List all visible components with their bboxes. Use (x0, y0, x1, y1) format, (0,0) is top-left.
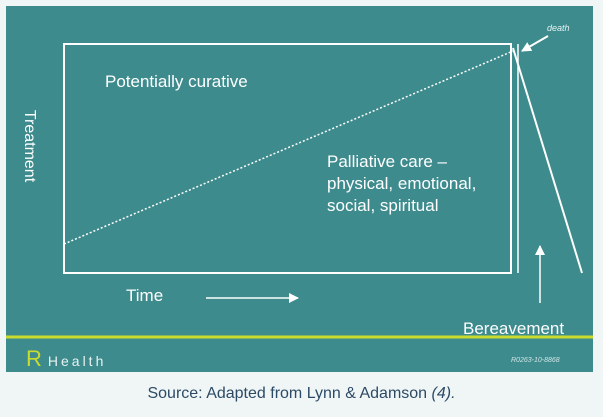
curative-label: Potentially curative (105, 72, 248, 91)
palliative-label: Palliative care – physical, emotional, s… (327, 151, 476, 217)
slide-code: R0263-10-8868 (511, 357, 560, 364)
palliative-line-2: physical, emotional, (327, 174, 477, 193)
palliative-line-1: Palliative care – (327, 152, 448, 171)
caption-text: Source: Adapted from Lynn & Adamson (147, 385, 432, 402)
diagram-graphics (6, 35, 593, 339)
curative-palliative-divider (63, 50, 514, 245)
bereavement-label: Bereavement (463, 319, 565, 338)
caption-reference: (4). (431, 385, 456, 402)
diagram-frame (63, 43, 512, 274)
brand-logo: R Health (26, 346, 106, 372)
palliative-line-3: social, spiritual (327, 196, 439, 215)
y-axis-label: Treatment (21, 109, 38, 183)
bereavement-taper-line (512, 47, 583, 274)
source-caption: Source: Adapted from Lynn & Adamson (4). (0, 385, 603, 403)
time-label: Time (126, 286, 164, 305)
brand-letter: R (26, 346, 42, 371)
diagram-slide: Treatment Potentially curative Palliativ… (6, 6, 593, 372)
death-label: death (547, 23, 570, 33)
brand-name: Health (47, 353, 107, 369)
death-arrow (521, 35, 549, 52)
